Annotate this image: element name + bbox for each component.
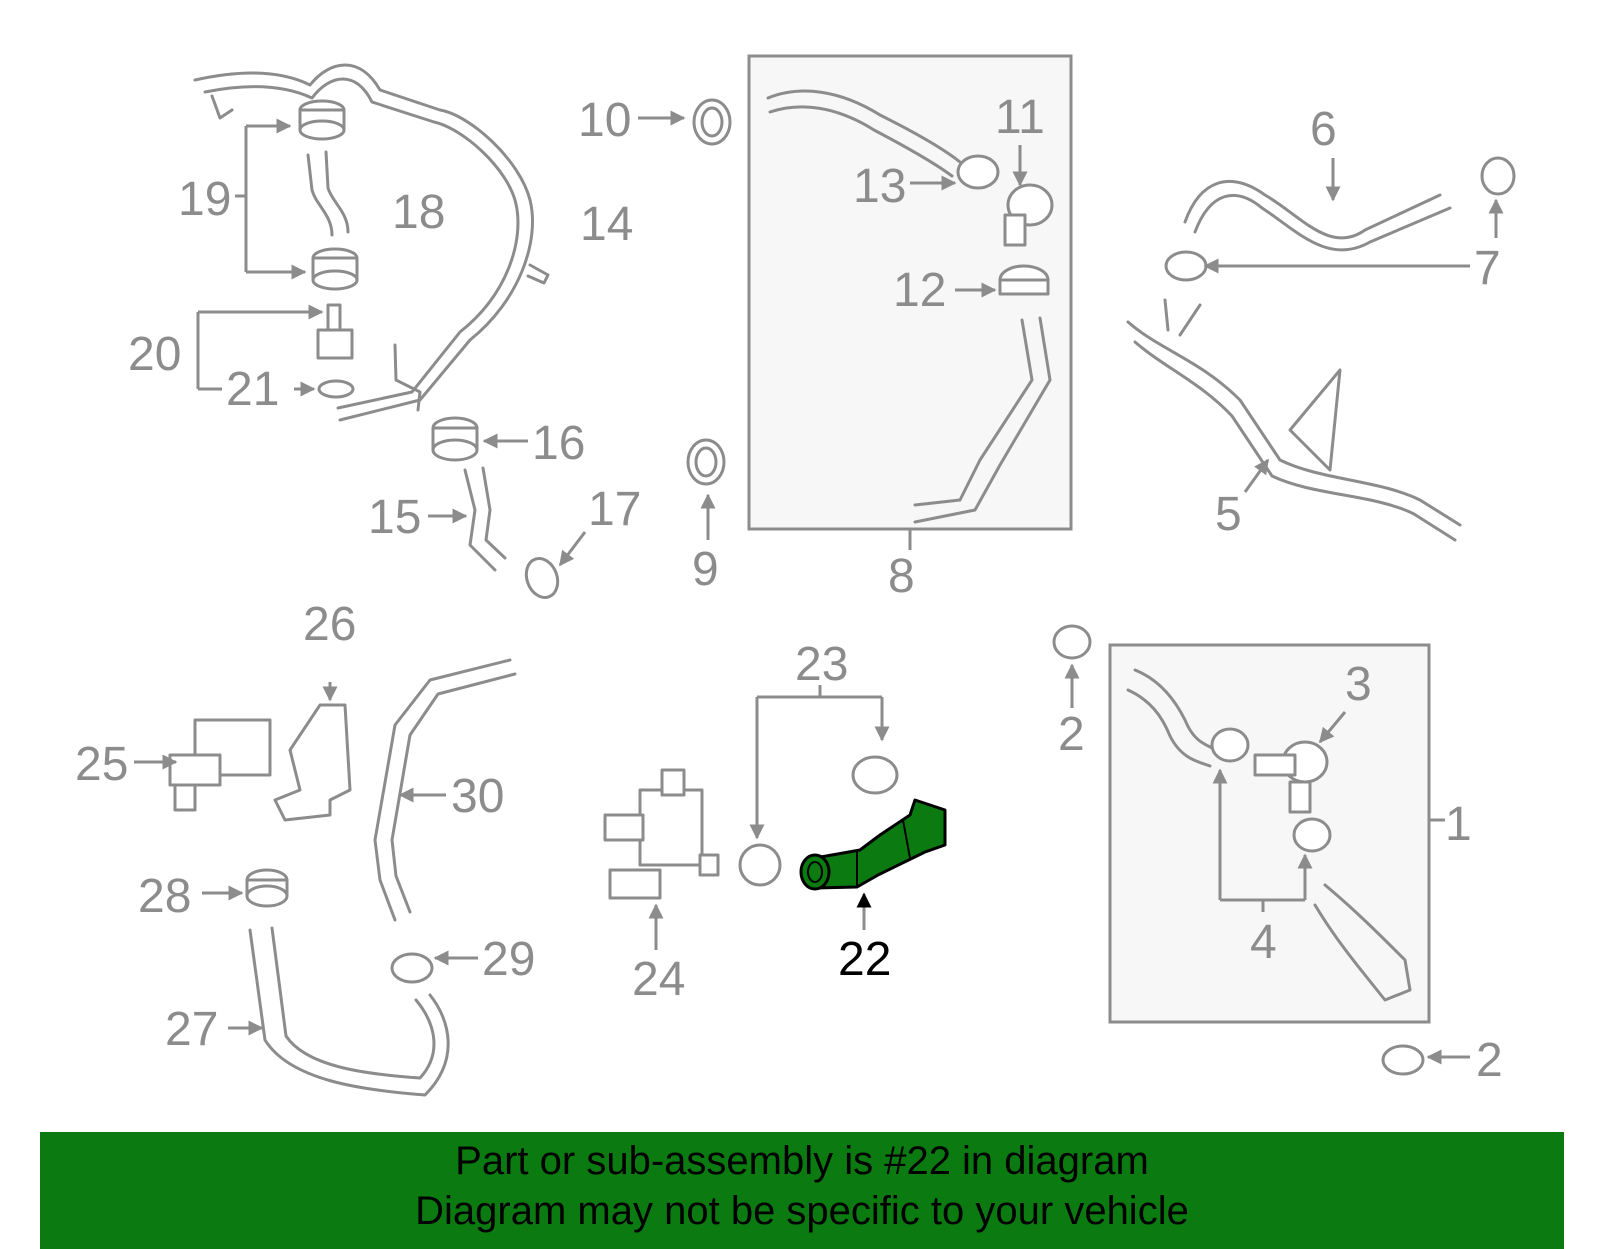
label-11: 11 [995, 91, 1045, 144]
part-6-hose[interactable] [1183, 179, 1452, 252]
label-1: 1 [1445, 798, 1472, 851]
part-20-connector[interactable] [316, 303, 354, 360]
part-13-clamp[interactable] [956, 154, 1000, 190]
label-7: 7 [1474, 242, 1501, 295]
label-6: 6 [1310, 103, 1337, 156]
part-4-clamp-right[interactable] [1292, 817, 1332, 853]
part-10-clamp[interactable] [692, 98, 732, 146]
label-8: 8 [888, 550, 915, 603]
label-16: 16 [532, 417, 585, 470]
part-7-clamp-left[interactable] [1164, 250, 1208, 282]
label-21: 21 [226, 363, 279, 416]
label-14: 14 [580, 198, 633, 251]
part-28-clamp[interactable] [245, 868, 289, 908]
banner-line-1: Part or sub-assembly is #22 in diagram [455, 1139, 1149, 1183]
label-3: 3 [1345, 658, 1372, 711]
label-15: 15 [368, 491, 421, 544]
part-7-clamp-right[interactable] [1480, 156, 1516, 196]
part-14-coolant-pipe[interactable] [193, 63, 550, 422]
part-12-clamp[interactable] [998, 264, 1050, 296]
label-20: 20 [128, 328, 181, 381]
label-10: 10 [578, 94, 631, 147]
label-19: 19 [178, 173, 231, 226]
label-12: 12 [893, 264, 946, 317]
part-21-o-ring[interactable] [317, 379, 355, 399]
part-18-hose[interactable] [306, 150, 350, 237]
part-27-hose[interactable] [248, 926, 450, 1097]
label-29: 29 [482, 933, 535, 986]
label-5: 5 [1215, 488, 1242, 541]
part-19-clamp-top[interactable] [298, 99, 346, 141]
part-24-valve[interactable] [603, 768, 720, 900]
part-29-clamp[interactable] [390, 952, 434, 984]
part-15-hose[interactable] [463, 466, 507, 572]
label-25: 25 [75, 738, 128, 791]
label-30: 30 [451, 770, 504, 823]
part-11-connector[interactable] [1003, 183, 1054, 247]
label-18: 18 [392, 186, 445, 239]
label-2-lower: 2 [1476, 1034, 1503, 1087]
info-banner: Part or sub-assembly is #22 in diagram D… [40, 1132, 1564, 1249]
label-28: 28 [138, 870, 191, 923]
part-1-hose-assembly[interactable] [1126, 668, 1412, 1002]
label-4: 4 [1250, 916, 1277, 969]
banner-line-2: Diagram may not be specific to your vehi… [415, 1189, 1189, 1233]
part-22-hose-highlighted[interactable] [799, 798, 947, 891]
part-16-clamp[interactable] [431, 416, 479, 462]
label-27: 27 [165, 1003, 218, 1056]
part-25-pump[interactable] [168, 718, 272, 812]
part-5-pipe[interactable] [1126, 298, 1462, 542]
label-23: 23 [795, 638, 848, 691]
part-9-clamp[interactable] [686, 438, 726, 486]
label-22: 22 [838, 933, 891, 986]
group-box-1 [1108, 643, 1431, 1024]
part-23-clamp-lower[interactable] [738, 843, 782, 887]
part-26-bracket[interactable] [273, 703, 352, 822]
label-2-upper: 2 [1058, 708, 1085, 761]
label-9: 9 [692, 543, 719, 596]
part-3-connector[interactable] [1253, 740, 1329, 814]
label-17: 17 [588, 483, 641, 536]
label-24: 24 [632, 953, 685, 1006]
part-2-clamp-lower[interactable] [1381, 1044, 1425, 1076]
part-17-clamp[interactable] [521, 554, 563, 602]
part-23-clamp-upper[interactable] [851, 755, 899, 795]
part-8-hose-assembly[interactable] [766, 89, 1052, 524]
label-13: 13 [853, 160, 906, 213]
part-19-clamp-bottom[interactable] [311, 247, 359, 291]
part-2-clamp-upper[interactable] [1052, 624, 1092, 660]
part-4-clamp-left[interactable] [1210, 727, 1250, 763]
label-26: 26 [303, 598, 356, 651]
